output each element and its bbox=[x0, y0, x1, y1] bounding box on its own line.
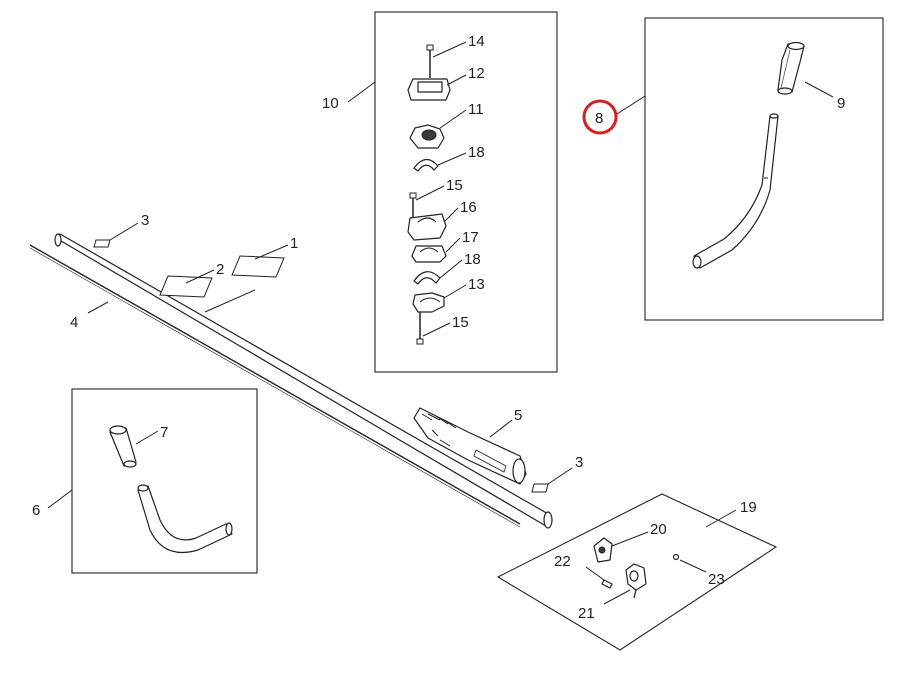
callout-13: 13 bbox=[468, 276, 485, 293]
callout-18-lower: 18 bbox=[464, 251, 481, 268]
callout-15-lower: 15 bbox=[452, 314, 469, 331]
assembly-box-10 bbox=[374, 11, 558, 373]
callout-11: 11 bbox=[468, 101, 484, 118]
part-12-clamp-cap bbox=[407, 78, 451, 101]
part-5-grip-housing bbox=[413, 407, 527, 485]
part-23-nut bbox=[672, 553, 680, 561]
part-22-pin bbox=[601, 579, 613, 589]
part-8-handle-tube bbox=[692, 113, 779, 269]
part-7-grip bbox=[109, 425, 137, 468]
callout-19: 19 bbox=[740, 499, 757, 516]
part-2-label bbox=[159, 275, 213, 298]
callout-21: 21 bbox=[578, 605, 595, 622]
callout-17: 17 bbox=[462, 229, 479, 246]
part-1-label-outline bbox=[231, 255, 285, 278]
part-15-screw-lower bbox=[416, 312, 424, 345]
part-18-shim-upper bbox=[413, 158, 439, 172]
part-11-clamp-upper bbox=[409, 124, 445, 149]
part-20-clamp bbox=[593, 537, 613, 563]
callout-18-upper: 18 bbox=[468, 144, 485, 161]
callout-7: 7 bbox=[160, 424, 168, 441]
part-3-label-lower bbox=[531, 483, 549, 493]
part-15-screw-upper bbox=[409, 192, 417, 220]
callout-23: 23 bbox=[708, 571, 725, 588]
callout-3-lower: 3 bbox=[575, 454, 583, 471]
part-1-main-shaft bbox=[54, 233, 553, 529]
callout-6: 6 bbox=[32, 502, 40, 519]
callout-9: 9 bbox=[837, 95, 845, 112]
part-18-shim-lower bbox=[413, 271, 441, 285]
part-21-clamp bbox=[625, 563, 647, 599]
part-17-clamp-lower bbox=[411, 245, 447, 263]
callout-10: 10 bbox=[322, 95, 339, 112]
callout-4: 4 bbox=[70, 314, 78, 331]
callout-12: 12 bbox=[468, 65, 485, 82]
callout-20: 20 bbox=[650, 521, 667, 538]
part-16-clamp bbox=[407, 213, 447, 241]
callout-8-highlight bbox=[582, 99, 618, 135]
part-9-grip bbox=[777, 41, 805, 95]
part-14-bolt bbox=[426, 44, 434, 78]
part-3-label-upper bbox=[93, 239, 111, 248]
part-6-loop-handle bbox=[137, 484, 233, 554]
callout-1: 1 bbox=[290, 235, 298, 252]
callout-8: 8 bbox=[595, 110, 603, 127]
part-4-drive-cable bbox=[29, 244, 521, 528]
callout-5: 5 bbox=[514, 407, 522, 424]
callout-2: 2 bbox=[216, 261, 224, 278]
callout-22: 22 bbox=[554, 553, 571, 570]
callout-14: 14 bbox=[468, 33, 485, 50]
callout-16: 16 bbox=[460, 199, 477, 216]
callout-3-upper: 3 bbox=[141, 212, 149, 229]
callout-15-upper: 15 bbox=[446, 177, 463, 194]
